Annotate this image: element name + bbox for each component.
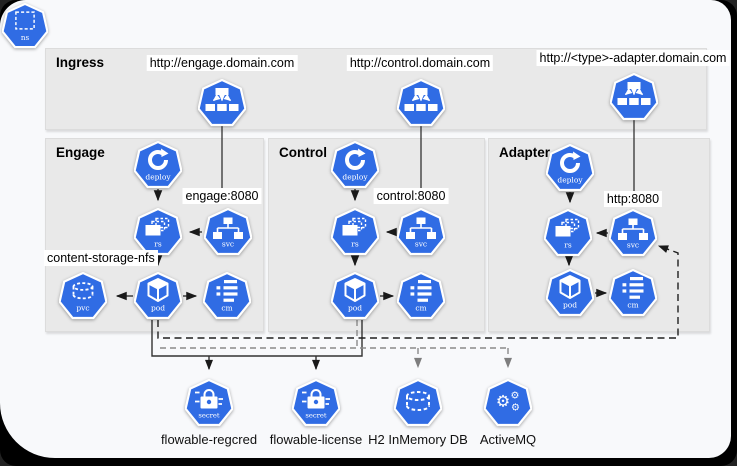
engage-zone-title: Engage [56, 145, 105, 160]
svg-text:rs: rs [154, 240, 162, 249]
adapter-url-label: http://<type>-adapter.domain.com [536, 50, 730, 66]
engage-cm-icon: cm [203, 272, 251, 320]
namespace-icon: ns [2, 3, 48, 49]
control-cm-icon: cm [397, 272, 445, 320]
svg-text:pvc: pvc [76, 304, 89, 313]
adapter-port-label: http:8080 [603, 191, 663, 207]
h2-database-icon [394, 379, 442, 427]
control-pod-icon: pod [331, 272, 379, 320]
engage-ingress-icon [198, 79, 246, 127]
activemq-label: ActiveMQ [479, 432, 537, 447]
svg-text:rs: rs [564, 241, 572, 250]
adapter-deploy-icon: deploy [546, 144, 594, 192]
secret-regcred-icon: secret [185, 379, 233, 427]
svg-text:pod: pod [151, 304, 165, 313]
secret-license-icon: secret [292, 379, 340, 427]
activemq-icon [484, 379, 532, 427]
svg-text:rs: rs [351, 240, 359, 249]
adapter-ingress-icon [610, 73, 658, 121]
ingress-zone-title: Ingress [56, 55, 105, 70]
svg-text:deploy: deploy [342, 173, 368, 182]
pod-to-adapter-svc-dashed-line [157, 245, 679, 339]
h2-label: H2 InMemory DB [368, 432, 468, 447]
svg-text:secret: secret [305, 412, 327, 420]
engage-port-label: engage:8080 [182, 188, 262, 204]
svg-text:cm: cm [415, 304, 426, 313]
control-url-label: http://control.domain.com [346, 55, 494, 71]
adapter-svc-icon: svc [609, 209, 657, 257]
svg-text:secret: secret [198, 412, 220, 420]
svg-text:svc: svc [222, 240, 234, 249]
adapter-zone: Adapter [488, 138, 710, 332]
adapter-zone-title: Adapter [499, 145, 551, 160]
svg-text:deploy: deploy [145, 173, 171, 182]
adapter-pod-icon: pod [546, 269, 594, 317]
svg-text:svc: svc [415, 240, 427, 249]
pods-to-secrets-lines [151, 320, 363, 371]
engage-url-label: http://engage.domain.com [146, 55, 298, 71]
engage-pod-icon: pod [134, 272, 182, 320]
svg-text:pod: pod [563, 301, 577, 310]
control-port-label: control:8080 [373, 188, 449, 204]
license-label: flowable-license [269, 432, 363, 447]
control-deploy-icon: deploy [331, 141, 379, 189]
engage-deploy-icon: deploy [134, 141, 182, 189]
content-storage-label: content-storage-nfs [44, 250, 158, 266]
section-arrows [115, 189, 608, 301]
engage-pvc-icon: pvc [59, 272, 107, 320]
control-rs-icon: rs [331, 208, 379, 256]
svg-text:ns: ns [21, 33, 30, 42]
control-ingress-icon [397, 79, 445, 127]
svg-text:cm: cm [627, 301, 638, 310]
svg-text:cm: cm [221, 304, 232, 313]
ingress-to-svc-lines [218, 120, 638, 205]
engage-svc-icon: svc [204, 208, 252, 256]
svg-text:deploy: deploy [557, 176, 583, 185]
pods-to-backends-dashed-lines [160, 320, 512, 369]
engage-rs-icon: rs [134, 208, 182, 256]
svg-text:svc: svc [627, 241, 639, 250]
adapter-cm-icon: cm [609, 269, 657, 317]
control-zone-title: Control [279, 145, 327, 160]
adapter-rs-icon: rs [544, 209, 592, 257]
svg-text:pod: pod [348, 304, 362, 313]
regcred-label: flowable-regcred [160, 432, 258, 447]
control-svc-icon: svc [397, 208, 445, 256]
